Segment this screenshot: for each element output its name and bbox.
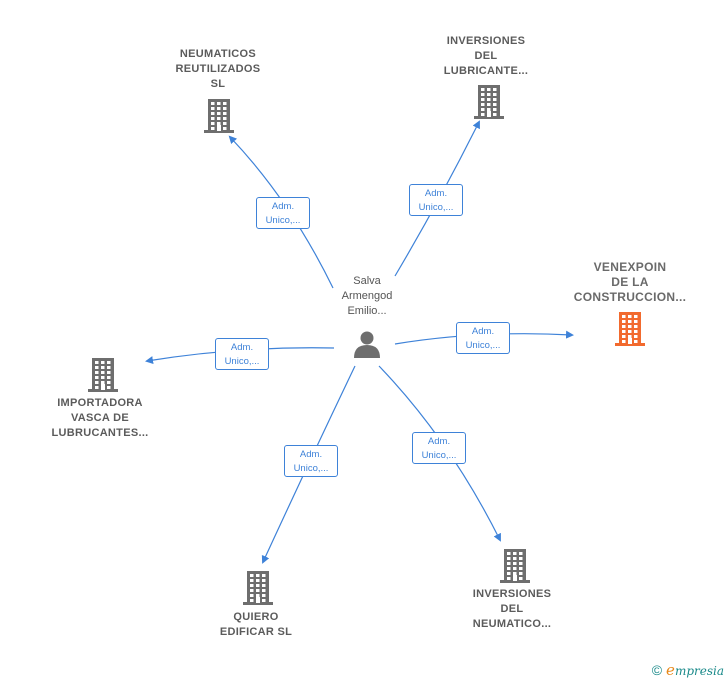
relation-box-importadora-vasca[interactable]: Adm. Unico,... — [215, 338, 269, 370]
relation-box-inversiones-neumatico[interactable]: Adm. Unico,... — [412, 432, 466, 464]
relation-line: Adm. — [424, 188, 448, 199]
label-line: VENEXPOIN — [593, 260, 667, 274]
company-label-inversiones-lubricante[interactable]: INVERSIONES DEL LUBRICANTE... — [428, 34, 544, 79]
brand-rest: mpresia — [674, 664, 724, 678]
person-icon[interactable] — [352, 330, 382, 358]
building-icon[interactable] — [473, 84, 505, 125]
label-line: INVERSIONES — [472, 588, 552, 600]
relation-line: Unico,... — [265, 215, 301, 226]
footer-brand[interactable]: ©empresia — [652, 661, 724, 679]
relation-box-venexpoin[interactable]: Adm. Unico,... — [456, 322, 510, 354]
building-icon[interactable] — [614, 311, 646, 352]
center-person-label[interactable]: Salva Armengod Emilio... — [322, 274, 412, 319]
label-line: EDIFICAR SL — [219, 626, 293, 638]
relation-line: Unico,... — [224, 356, 260, 367]
relation-line: Unico,... — [418, 202, 454, 213]
label-line: SL — [210, 78, 226, 90]
relation-line: Adm. — [427, 436, 451, 447]
relation-box-inversiones-lubricante[interactable]: Adm. Unico,... — [409, 184, 463, 216]
company-label-quiero-edificar[interactable]: QUIERO EDIFICAR SL — [198, 610, 314, 640]
center-label-line-3: Emilio... — [347, 305, 387, 317]
relation-line: Adm. — [299, 449, 323, 460]
company-label-neumaticos-reutilizados[interactable]: NEUMATICOS REUTILIZADOS SL — [160, 47, 276, 92]
relation-line: Unico,... — [421, 450, 457, 461]
building-icon[interactable] — [242, 570, 274, 611]
center-label-line-1: Salva — [353, 275, 381, 287]
label-line: VASCA DE — [70, 412, 130, 424]
building-icon[interactable] — [87, 357, 119, 398]
company-label-inversiones-neumatico[interactable]: INVERSIONES DEL NEUMATICO... — [454, 587, 570, 632]
brand-initial: e — [666, 661, 675, 679]
label-line: DEL — [474, 50, 498, 62]
building-icon[interactable] — [499, 548, 531, 589]
center-label-line-2: Armengod — [341, 290, 393, 302]
label-line: NEUMATICOS — [179, 48, 257, 60]
relation-line: Unico,... — [293, 463, 329, 474]
company-label-importadora-vasca[interactable]: IMPORTADORA VASCA DE LUBRUCANTES... — [42, 396, 158, 441]
relation-box-quiero-edificar[interactable]: Adm. Unico,... — [284, 445, 338, 477]
label-line: IMPORTADORA — [57, 397, 143, 409]
label-line: DE LA — [611, 275, 649, 289]
label-line: NEUMATICO... — [472, 618, 552, 630]
label-line: INVERSIONES — [446, 35, 526, 47]
relation-line: Adm. — [230, 342, 254, 353]
relation-line: Unico,... — [465, 340, 501, 351]
label-line: LUBRUCANTES... — [51, 427, 149, 439]
copyright-icon: © — [651, 662, 663, 678]
relation-box-neumaticos-reutilizados[interactable]: Adm. Unico,... — [256, 197, 310, 229]
label-line: DEL — [500, 603, 524, 615]
label-line: QUIERO — [233, 611, 279, 623]
label-line: CONSTRUCCION... — [573, 290, 687, 304]
building-icon[interactable] — [203, 98, 235, 139]
relation-line: Adm. — [271, 201, 295, 212]
relation-line: Adm. — [471, 326, 495, 337]
brand-logo: empresia — [666, 661, 724, 679]
label-line: REUTILIZADOS — [175, 63, 261, 75]
company-label-venexpoin[interactable]: VENEXPOIN DE LA CONSTRUCCION... — [560, 260, 700, 305]
label-line: LUBRICANTE... — [443, 65, 529, 77]
